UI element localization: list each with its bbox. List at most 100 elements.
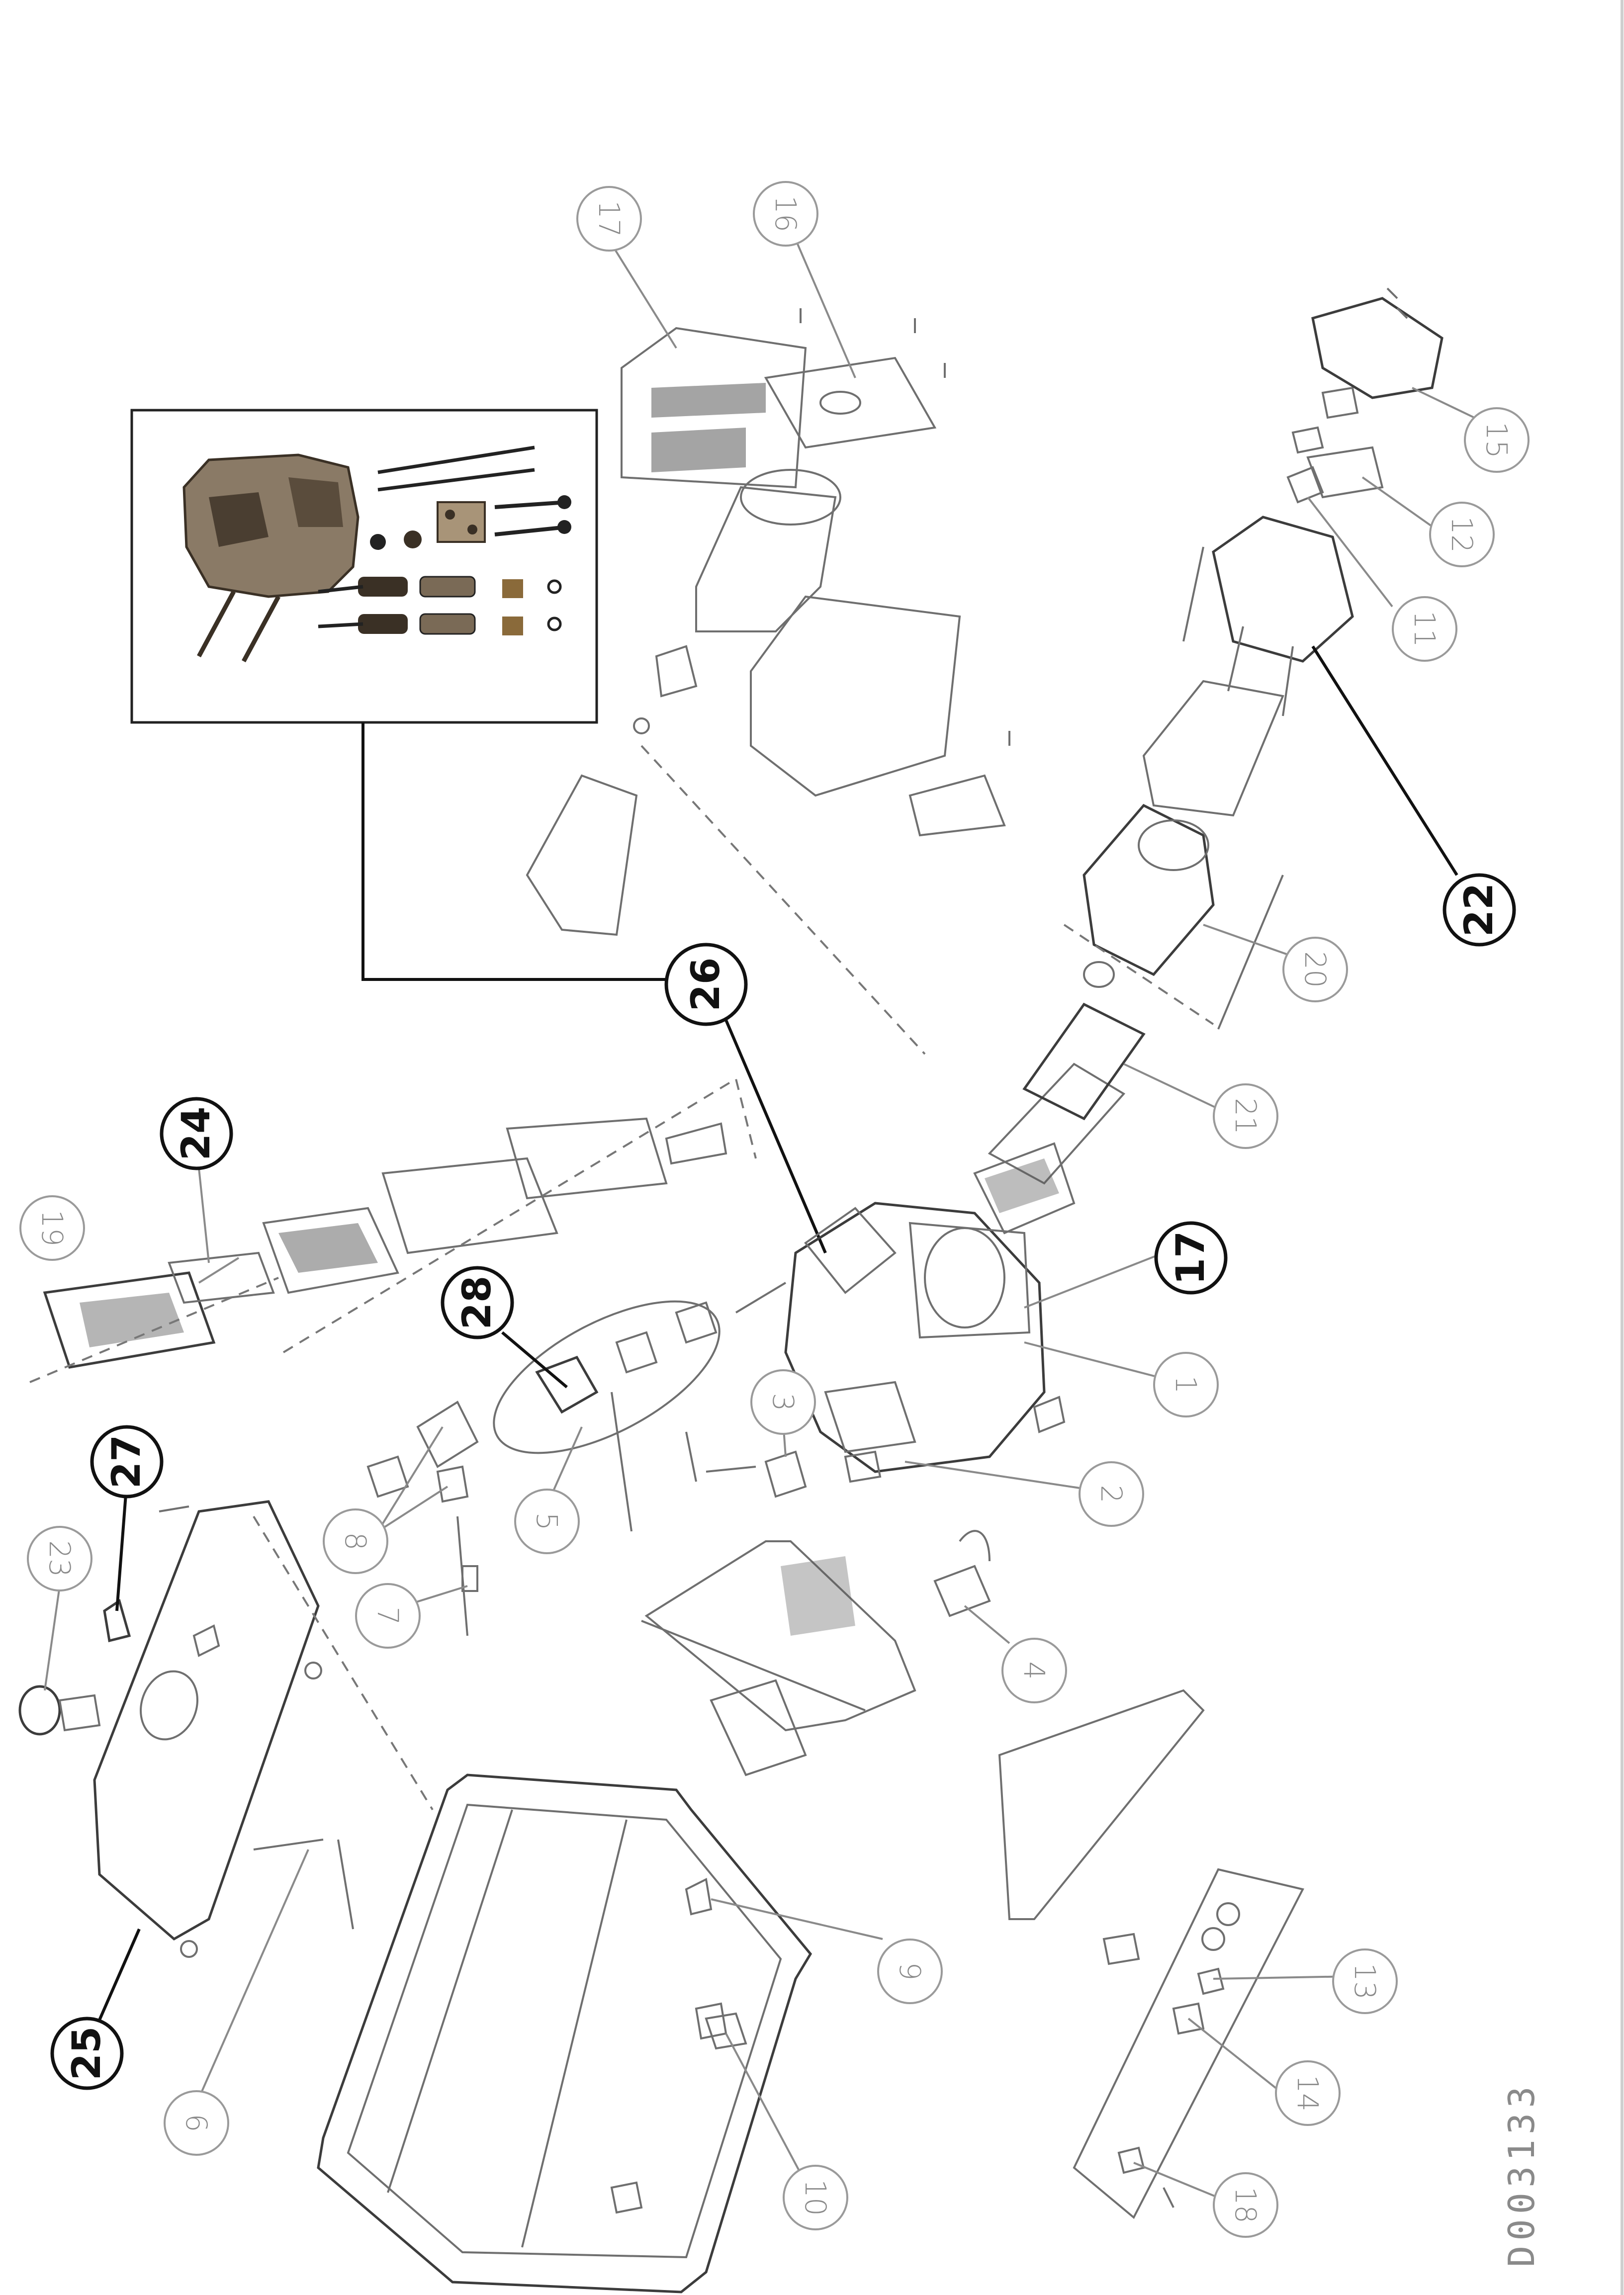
- guard-mesh-lower: [651, 428, 746, 472]
- leader-9: [711, 1898, 883, 1940]
- muffler-cover-plate: [764, 356, 937, 449]
- through-bolt: [1217, 875, 1284, 1030]
- leader-14: [1187, 2018, 1286, 2097]
- callout-9: 9: [877, 1939, 943, 2004]
- air-filter-element: [168, 1251, 275, 1304]
- engine-guard-frame: [644, 1540, 916, 1732]
- callout-15-label: 15: [1480, 422, 1514, 458]
- recoil-starter-housing: [824, 1381, 916, 1453]
- stator-bore: [1138, 819, 1209, 871]
- callout-5-label: 5: [530, 1512, 564, 1531]
- callout-12-label: 12: [1445, 516, 1479, 553]
- callout-10-label: 10: [799, 2179, 832, 2216]
- callout-1-label: 1: [1169, 1376, 1203, 1394]
- leader-15: [1412, 387, 1475, 419]
- document-code: D003133: [1501, 2082, 1542, 2267]
- panel-switch: [1172, 2002, 1205, 2035]
- connector: [1291, 426, 1324, 454]
- callout-8: 8: [323, 1508, 388, 1574]
- callout-10: 10: [783, 2165, 848, 2230]
- end-bell-stud: [1182, 546, 1204, 642]
- callout-14: 14: [1275, 2060, 1341, 2126]
- crankcase-opening: [924, 1227, 1005, 1328]
- air-cleaner-base-grid: [278, 1223, 378, 1273]
- leader-10: [725, 2033, 807, 2183]
- valve-1: [494, 500, 567, 509]
- guard-panel: [710, 1679, 807, 1776]
- leader-17a: [606, 235, 677, 349]
- leader-26-to-engine: [722, 1013, 827, 1254]
- fuel-gauge: [192, 1624, 220, 1657]
- dashed-tank-axis: [253, 1515, 434, 1811]
- frame-inner: [347, 1803, 782, 2259]
- valve-head: [557, 520, 571, 534]
- frame-crossbar: [387, 1809, 513, 2193]
- valve-seal: [370, 534, 386, 550]
- fuel-shutoff-rod: [253, 1839, 324, 1851]
- callout-28-label: 28: [455, 1276, 500, 1330]
- leader-inset-to-26: [361, 722, 666, 981]
- callout-21-label: 21: [1229, 1098, 1263, 1135]
- callout-9-label: 9: [893, 1962, 927, 1981]
- leader-22: [1311, 645, 1458, 876]
- fan-guard-mesh: [985, 1158, 1059, 1213]
- callout-3-label: 3: [766, 1393, 800, 1412]
- valve-head: [557, 495, 571, 509]
- leader-24: [198, 1168, 210, 1263]
- fuel-gauge-part: [103, 1599, 131, 1643]
- callout-21: 21: [1213, 1083, 1278, 1149]
- dashed-exhaust-line: [640, 745, 926, 1055]
- engine-dipstick: [735, 1282, 787, 1314]
- dashed-stator-axis: [1063, 924, 1214, 1025]
- callout-8-label: 8: [339, 1532, 372, 1551]
- panel-box-cover: [1102, 1933, 1140, 1965]
- callout-15: 15: [1464, 407, 1530, 473]
- air-cleaner-base: [262, 1207, 399, 1294]
- spark-plug: [685, 1431, 697, 1482]
- callout-23: 23: [27, 1526, 92, 1591]
- tank-mounting-grommet: [304, 1662, 322, 1679]
- callout-1: 1: [1153, 1352, 1219, 1417]
- leader-28: [501, 1331, 568, 1389]
- leader-11: [1307, 496, 1393, 608]
- carburetor-spacer: [615, 1331, 658, 1374]
- frame-assembly: [317, 1773, 812, 2294]
- rocker-plate: [437, 501, 486, 543]
- control-box-housing: [998, 1689, 1205, 1920]
- fuel-valve-gasket: [366, 1455, 409, 1498]
- alternator-end-cover: [1311, 297, 1444, 399]
- rotor-cooling-fan: [988, 1062, 1126, 1185]
- fuel-valve-bracket: [436, 1465, 469, 1503]
- ground-terminal: [1117, 2146, 1145, 2174]
- callout-26-label: 26: [684, 958, 728, 1012]
- rocker-plate-hole: [445, 510, 455, 520]
- connector-clip: [1321, 386, 1359, 419]
- callout-16: 16: [753, 181, 818, 247]
- brush-holder: [1286, 466, 1324, 504]
- callout-24: 24: [160, 1097, 233, 1170]
- callout-3: 3: [750, 1369, 816, 1435]
- leader-13: [1213, 1975, 1353, 1980]
- cylinder-head-fins: [288, 477, 343, 527]
- leader-8a: [377, 1426, 444, 1532]
- control-panel-guard: [641, 1540, 916, 1776]
- bolt: [1386, 287, 1398, 299]
- callout-27: 27: [90, 1425, 164, 1499]
- alternator-rotor: [1022, 1002, 1146, 1121]
- cover-plate-hole: [819, 391, 861, 415]
- leader-1: [1024, 1341, 1159, 1378]
- fuel-valve: [416, 1401, 479, 1468]
- leader-23: [44, 1586, 61, 1691]
- dashed-intake-region: [282, 1077, 757, 1353]
- callout-18-label: 18: [1229, 2187, 1263, 2223]
- muffler-inlet: [740, 469, 841, 526]
- leader-4: [964, 1605, 1010, 1644]
- callout-19-label: 19: [35, 1210, 69, 1246]
- dashed-air-cleaner-axis: [29, 1277, 279, 1383]
- fuel-cap: [18, 1685, 61, 1736]
- outlet: [1201, 1927, 1225, 1951]
- muffler-lower-shield: [750, 595, 961, 797]
- valve-2: [494, 525, 567, 536]
